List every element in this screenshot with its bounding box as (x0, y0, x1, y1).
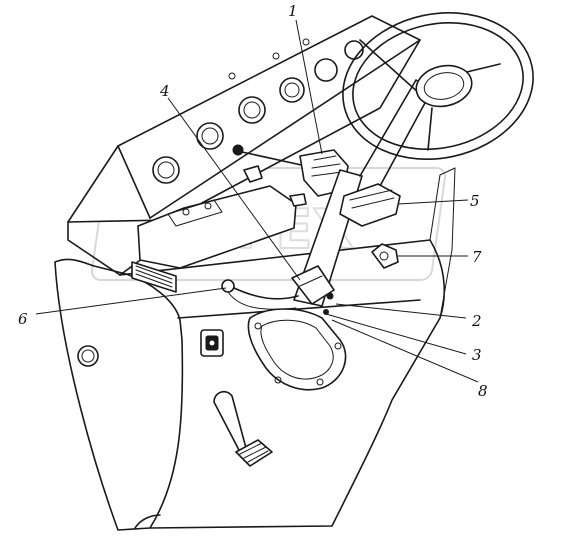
callout-5: 5 (470, 192, 480, 210)
steering-column-housing (247, 308, 347, 391)
callout-1: 1 (288, 2, 298, 20)
horn-button (415, 64, 473, 108)
console-block (131, 185, 297, 293)
lower-panel (54, 167, 456, 531)
column-bracket (291, 265, 335, 305)
gauge-1 (152, 156, 180, 184)
toggle-switch (200, 329, 224, 357)
gauge-3 (238, 96, 266, 124)
callout-4: 4 (159, 82, 170, 100)
column-clamp (339, 183, 401, 227)
callout-8: 8 (478, 382, 488, 400)
callout-3: 3 (472, 346, 482, 364)
callout-labels: 1 2 3 4 5 6 7 8 (18, 2, 488, 400)
gauge-5 (314, 58, 338, 82)
cable (221, 279, 299, 310)
pedal (213, 390, 273, 467)
lever-knob (232, 144, 244, 156)
steering-column (291, 79, 433, 315)
gauge-2 (196, 122, 224, 150)
wing-nut (371, 243, 399, 269)
leader-lines (35, 19, 479, 383)
callout-7: 7 (472, 248, 482, 266)
round-grommet (77, 345, 99, 367)
gauge-4 (279, 77, 305, 103)
steering-wheel (342, 11, 534, 161)
callout-2: 2 (471, 312, 482, 330)
callout-6: 6 (18, 310, 28, 328)
